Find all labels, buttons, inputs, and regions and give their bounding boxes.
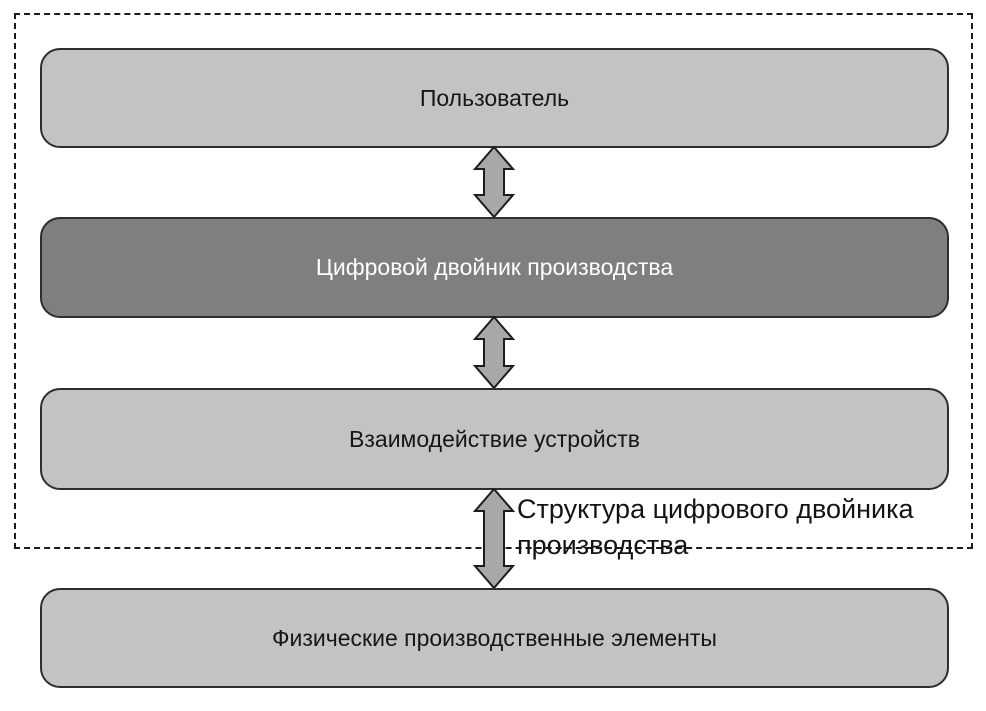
node-physical-elements: Физические производственные элементы [40, 588, 949, 688]
node-user-label: Пользователь [419, 84, 570, 111]
node-device-interaction-label: Взаимодействие устройств [349, 425, 640, 452]
double-arrow-twin-interaction-icon [472, 316, 516, 389]
node-digital-twin: Цифровой двойник производства [40, 217, 949, 318]
node-digital-twin-label: Цифровой двойник производства [315, 254, 674, 280]
double-arrow-interaction-physical-icon [472, 488, 516, 589]
node-device-interaction: Взаимодействие устройств [40, 388, 949, 490]
node-physical-elements-label: Физические производственные элементы [272, 624, 717, 651]
diagram-caption: Структура цифрового двойника производств… [517, 494, 914, 560]
double-arrow-user-twin-icon [472, 146, 516, 218]
node-user: Пользователь [40, 48, 949, 148]
